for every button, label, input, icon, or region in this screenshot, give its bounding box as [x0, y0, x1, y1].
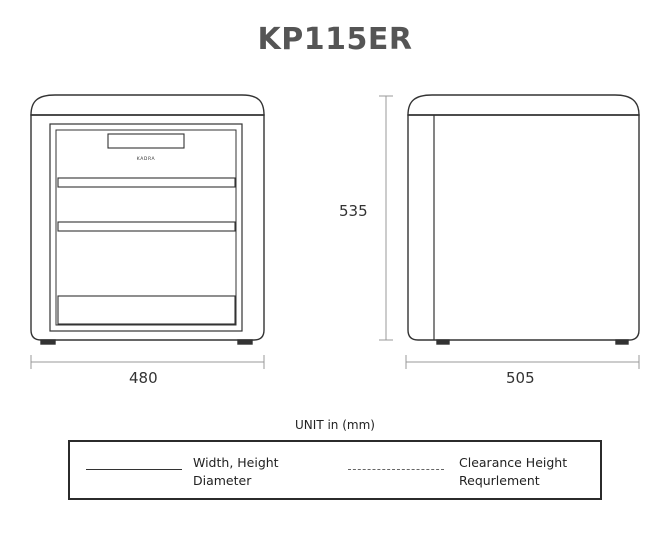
side-view [407, 94, 640, 345]
legend-solid-label-2: Diameter [193, 473, 252, 488]
dashed-line-sample [348, 469, 444, 470]
depth-dimension-line [405, 355, 640, 369]
width-label: 480 [129, 369, 158, 387]
height-dimension-line [379, 95, 393, 341]
side-top-cushion [407, 94, 640, 116]
shelf-middle [57, 221, 236, 232]
depth-label: 505 [506, 369, 535, 387]
front-view [30, 94, 265, 345]
front-foot-left [40, 339, 56, 345]
front-top-cushion [30, 94, 265, 116]
height-label: 535 [339, 202, 368, 220]
legend-solid-text: Width, Height Diameter [193, 454, 279, 490]
side-foot-left [436, 339, 450, 345]
brand-logo: KADRA [137, 156, 156, 162]
crisper-drawer [57, 295, 236, 325]
width-dimension-line [30, 355, 265, 369]
glass-door-inner [55, 129, 237, 326]
front-foot-right [237, 339, 253, 345]
legend-box: Width, Height Diameter Clearance Height … [68, 440, 602, 500]
legend-dashed-label-2: Requrlement [459, 473, 540, 488]
door-handle [107, 133, 185, 149]
legend-dashed-label-1: Clearance Height [459, 455, 568, 470]
unit-label: UNIT in (mm) [295, 418, 375, 432]
side-foot-right [615, 339, 629, 345]
solid-line-sample [86, 469, 182, 470]
front-cabinet-body [30, 114, 265, 341]
legend-dashed-text: Clearance Height Requrlement [459, 454, 567, 490]
side-cabinet-body [407, 114, 640, 341]
product-title: KP115ER [257, 22, 413, 57]
glass-door-outer [49, 123, 243, 332]
shelf-upper [57, 177, 236, 188]
legend-solid-label-1: Width, Height [193, 455, 279, 470]
